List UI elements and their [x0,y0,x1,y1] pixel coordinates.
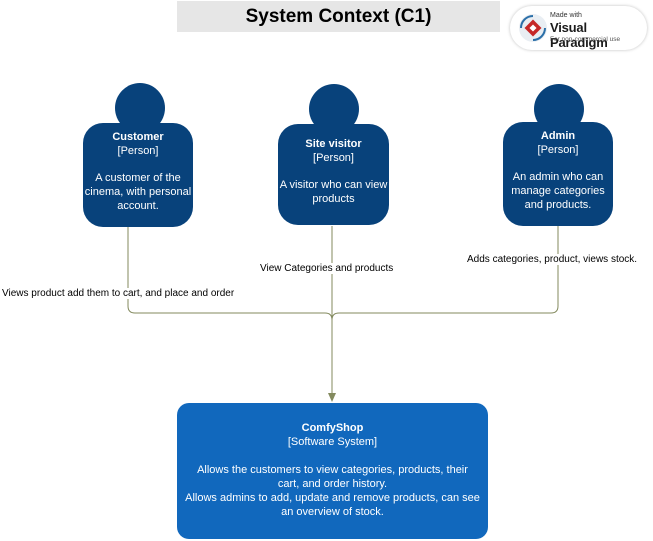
person-name: Admin [540,130,576,142]
relationship-label-admin: Adds categories, product, views stock. [467,254,638,265]
person-description: A customer of the cinema, with personal … [84,172,192,212]
person-description: A visitor who can view products [279,179,388,205]
system-description-customers: Allows the customers to view categories,… [197,464,468,490]
person-name: Site visitor [305,138,362,150]
customer-person: Customer [Person] A customer of the cine… [83,123,193,227]
site-visitor-person: Site visitor [Person] A visitor who can … [278,124,389,225]
watermark-made-with: Made with [550,12,582,19]
diagram-title: System Context (C1) [177,1,500,32]
relationship-label-site-visitor: View Categories and products [260,263,394,274]
comfyshop-software-system: ComfyShop [Software System] Allows the c… [177,403,488,539]
watermark-usage-note: For non-commercial use [550,36,621,43]
system-name: ComfyShop [301,422,364,434]
person-type: [Person] [117,145,159,157]
watermark-brand: Visual Paradigm [550,20,608,50]
connector-customer [127,226,333,393]
visual-paradigm-badge: Made with Visual Paradigm For non-commer… [510,6,647,50]
visual-paradigm-logo-icon [519,14,547,42]
admin-person: Admin [Person] An admin who can manage c… [503,122,613,226]
system-description-admins: Allows admins to add, update and remove … [185,492,480,518]
person-type: [Person] [313,152,354,164]
connector-admin [331,226,559,321]
connector-arrowhead [328,393,336,402]
person-type: [Person] [537,144,579,156]
system-type: [Software System] [287,436,378,448]
person-name: Customer [112,131,164,143]
relationship-label-customer: Views product add them to cart, and plac… [2,288,235,299]
person-description: An admin who can manage categories and p… [511,171,605,211]
